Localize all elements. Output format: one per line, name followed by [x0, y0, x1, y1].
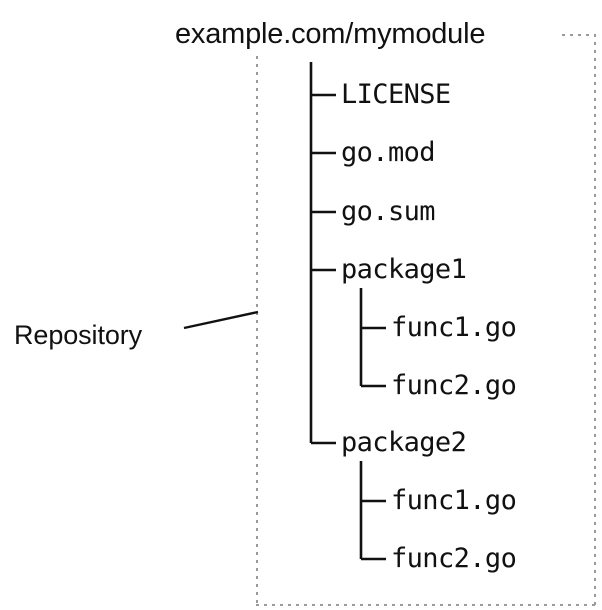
tree-node-package2-func2[interactable]: func2.go — [391, 543, 517, 574]
repository-annotation-label: Repository — [14, 320, 143, 350]
tree-node-package1[interactable]: package1 — [341, 254, 467, 285]
repository-boundary-left — [256, 56, 258, 606]
module-path-title: example.com/mymodule — [175, 18, 486, 50]
tree-node-package1-func1[interactable]: func1.go — [391, 312, 517, 343]
tree-node-package2-func1[interactable]: func1.go — [391, 485, 517, 516]
repository-boundary-top — [562, 34, 596, 36]
tree-node-package2[interactable]: package2 — [341, 427, 467, 458]
repository-boundary-right — [594, 34, 596, 606]
leader-line-icon — [183, 310, 259, 330]
tree-node-go-sum[interactable]: go.sum — [341, 196, 436, 227]
repository-boundary-bottom — [256, 604, 596, 606]
tree-node-license[interactable]: LICENSE — [341, 79, 451, 110]
tree-node-go-mod[interactable]: go.mod — [341, 137, 436, 168]
tree-node-package1-func2[interactable]: func2.go — [391, 370, 517, 401]
